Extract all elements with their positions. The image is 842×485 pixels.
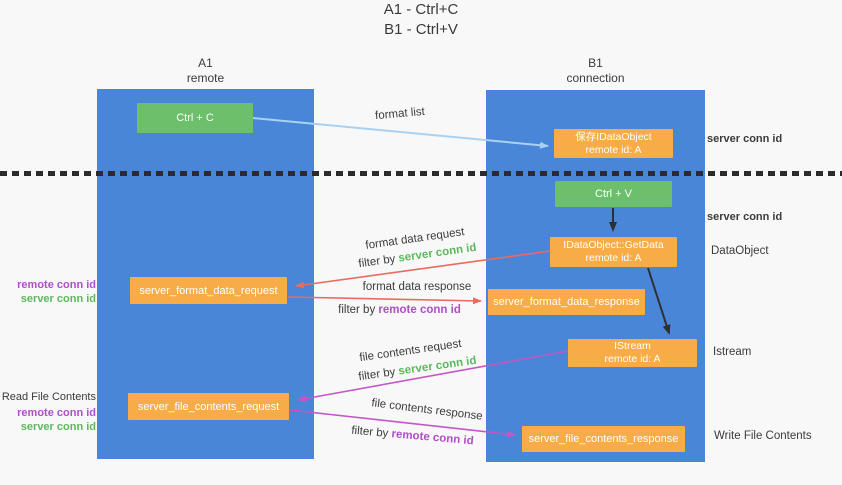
remote-conn-id-text: remote conn id [17,279,96,291]
server-conn-id-top-label: server conn id [707,133,783,145]
filter-by-text: filter by [350,424,389,440]
node-server-format-data-request-label: server_format_data_request [139,284,278,297]
node-istream-line1: IStream [614,340,651,352]
column-header-a1: A1 remote [97,56,314,86]
column-a1-subtitle: remote [186,71,225,85]
node-istream: IStream remote id: A [568,339,697,367]
filter-by-text: filter by [357,366,397,384]
node-save-idataobject-line2: remote id: A [585,143,642,156]
read-file-contents-label: Read File Contents [1,391,96,403]
node-ctrl-c-label: Ctrl + C [176,112,214,124]
server-conn-id-text: server conn id [397,354,478,378]
file-contents-response-label: file contents response [370,397,484,423]
file-request-conn-ids: remote conn id server conn id [0,406,96,434]
node-server-format-data-response: server_format_data_response [488,289,645,315]
file-contents-response-filter-label: filter by remote conn id [345,424,481,448]
write-file-contents-label: Write File Contents [714,430,812,442]
node-server-format-data-request: server_format_data_request [130,277,287,304]
remote-conn-id-text: remote conn id [378,304,461,316]
node-ctrl-v: Ctrl + V [555,181,672,207]
filter-by-text: filter by [338,304,376,316]
remote-conn-id-text: remote conn id [17,407,96,419]
diagram-title: A1 - Ctrl+C B1 - Ctrl+V [0,0,842,40]
node-idataobject-getdata: IDataObject::GetData remote id: A [550,237,677,267]
node-server-file-contents-request: server_file_contents_request [128,393,289,420]
node-server-file-contents-request-label: server_file_contents_request [137,400,280,413]
istream-label: Istream [713,346,752,358]
node-server-file-contents-response-label: server_file_contents_response [528,433,679,445]
node-server-format-data-response-label: server_format_data_response [493,296,640,308]
server-conn-id-text: server conn id [20,421,96,433]
server-conn-id-mid-label: server conn id [707,211,783,223]
node-ctrl-c: Ctrl + C [137,103,253,133]
column-a1-name: A1 [198,56,213,70]
node-server-file-contents-response: server_file_contents_response [522,426,685,452]
remote-conn-id-text: remote conn id [390,428,475,448]
column-header-b1: B1 connection [486,56,705,86]
node-idataobject-getdata-line2: remote id: A [585,252,642,264]
server-conn-id-text: server conn id [20,293,96,305]
format-data-response-label: format data response [362,281,472,293]
session-divider [0,171,842,176]
node-idataobject-getdata-line1: IDataObject::GetData [563,239,664,251]
node-ctrl-v-label: Ctrl + V [595,188,632,200]
filter-by-text: filter by [357,253,397,271]
format-request-conn-ids: remote conn id server conn id [0,278,96,306]
format-data-response-filter-label: filter by remote conn id [332,304,467,316]
format-data-response-arrow [287,296,482,305]
column-b1-subtitle: connection [566,71,625,85]
dataobject-label: DataObject [711,245,769,257]
node-save-idataobject: 保存IDataObject remote id: A [554,129,673,158]
title-line-2: B1 - Ctrl+V [384,21,458,38]
node-save-idataobject-line1: 保存IDataObject [575,130,652,143]
column-b1-name: B1 [588,56,603,70]
node-istream-line2: remote id: A [604,353,661,365]
format-list-label: format list [374,105,426,123]
title-line-1: A1 - Ctrl+C [383,1,459,18]
